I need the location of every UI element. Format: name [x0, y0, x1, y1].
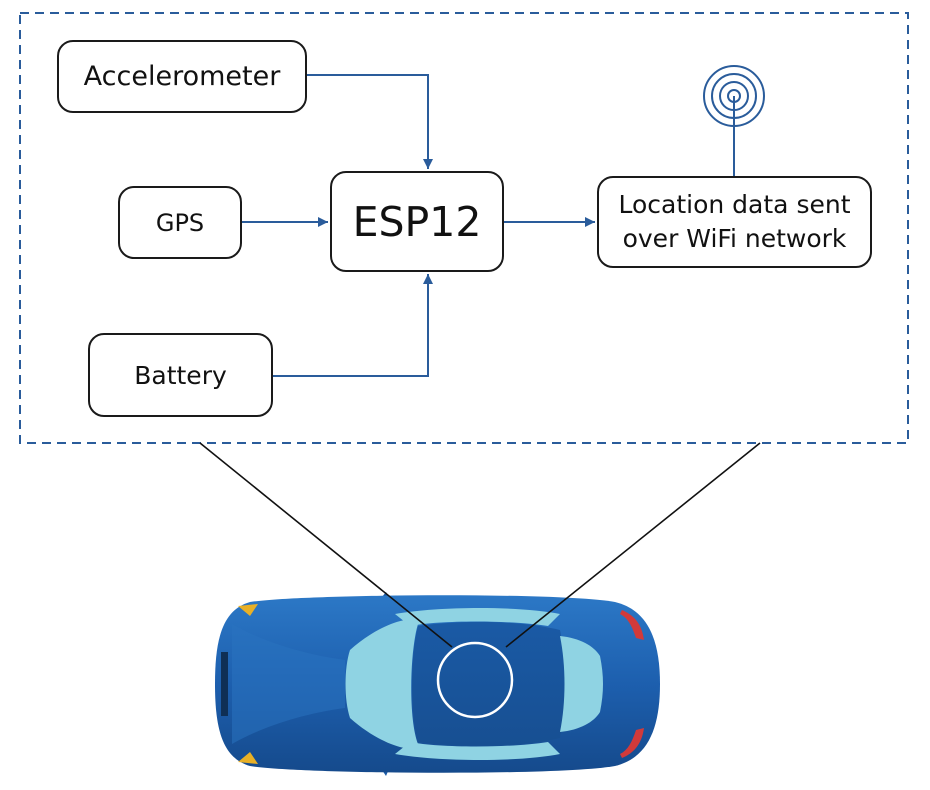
system-boundary-frame — [19, 12, 909, 444]
location-label-line2: over WiFi network — [622, 224, 847, 253]
battery-node: Battery — [88, 333, 273, 417]
accelerometer-node: Accelerometer — [57, 40, 307, 113]
car-top-view-illustration — [215, 592, 660, 776]
projection-line-left — [199, 442, 453, 648]
location-label-line1: Location data sent — [618, 190, 851, 219]
accelerometer-label: Accelerometer — [83, 61, 281, 92]
esp12-label: ESP12 — [352, 197, 482, 246]
tracker-device-marker — [436, 641, 514, 719]
arrow-accelerometer-to-esp — [307, 74, 433, 169]
battery-label: Battery — [134, 360, 227, 390]
esp12-node: ESP12 — [330, 171, 504, 272]
arrow-battery-to-esp — [273, 274, 433, 377]
location-output-node: Location data sent over WiFi network — [597, 176, 872, 268]
wifi-antenna-icon — [703, 65, 765, 176]
projection-line-right — [505, 442, 761, 648]
gps-label: GPS — [155, 208, 205, 237]
gps-node: GPS — [118, 186, 242, 259]
